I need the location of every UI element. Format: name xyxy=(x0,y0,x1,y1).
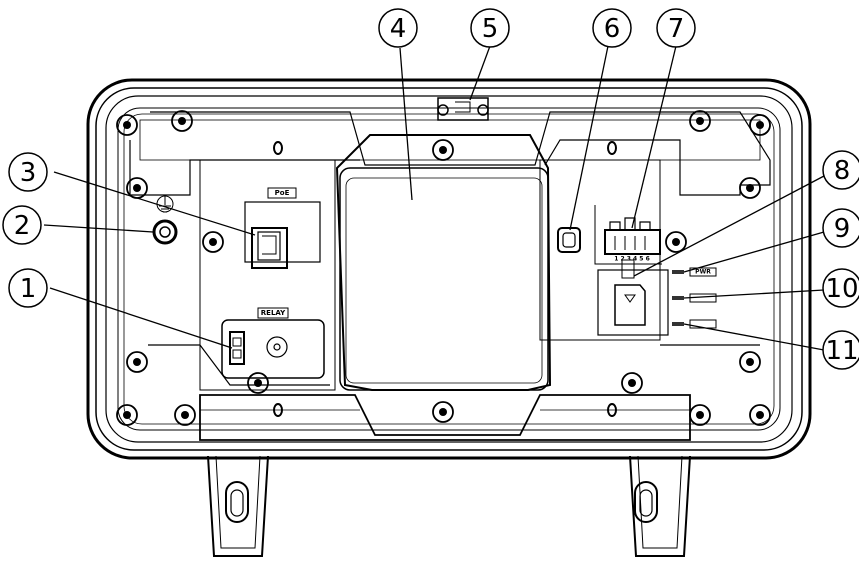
callout-number: 7 xyxy=(668,14,685,44)
screw-icon xyxy=(174,404,196,426)
screw-icon xyxy=(126,351,148,373)
leader-lines xyxy=(43,45,825,351)
screw-icon xyxy=(432,139,454,161)
top-connector xyxy=(437,97,489,121)
mount-hole-icon xyxy=(607,141,617,155)
callout-1: 1 xyxy=(8,268,48,308)
callout-3: 3 xyxy=(8,152,48,192)
terminal-block: 1 2 3 4 5 6 xyxy=(594,205,662,265)
screw-icon xyxy=(739,177,761,199)
callout-number: 1 xyxy=(20,274,37,304)
callout-8: 8 xyxy=(822,150,859,190)
control-button xyxy=(557,227,581,253)
screw-icon xyxy=(116,404,138,426)
inner-panels xyxy=(129,111,771,391)
screw-icon xyxy=(116,114,138,136)
relay-label: RELAY xyxy=(261,309,286,317)
screw-icon xyxy=(749,404,771,426)
screw-icon xyxy=(665,231,687,253)
callout-number: 8 xyxy=(834,156,851,186)
screw-icon xyxy=(432,401,454,423)
callout-2: 2 xyxy=(2,205,42,245)
screw-icon xyxy=(689,404,711,426)
led-pwr-label: PWR xyxy=(695,269,711,276)
callout-number: 11 xyxy=(825,336,858,366)
sd-card-slot xyxy=(597,259,669,336)
screw-icon xyxy=(689,110,711,132)
callout-number: 4 xyxy=(390,14,407,44)
screw-icon xyxy=(621,372,643,394)
callout-number: 10 xyxy=(825,274,858,304)
mount-hole-icon xyxy=(273,403,283,417)
mounting-feet xyxy=(207,455,691,557)
callout-number: 5 xyxy=(482,14,499,44)
poe-port: PoE xyxy=(244,187,321,269)
callouts: 1 2 3 4 5 6 7 8 9 10 11 xyxy=(2,8,859,370)
callout-6: 6 xyxy=(592,8,632,48)
callout-5: 5 xyxy=(470,8,510,48)
callout-number: 6 xyxy=(604,14,621,44)
screw-icon xyxy=(171,110,193,132)
mount-hole-icon xyxy=(273,141,283,155)
ground-terminal xyxy=(152,195,178,245)
callout-10: 10 xyxy=(822,268,859,308)
screw-icon xyxy=(749,114,771,136)
callout-4: 4 xyxy=(378,8,418,48)
callout-number: 2 xyxy=(14,211,31,241)
mount-hole-icon xyxy=(607,403,617,417)
screw-icon xyxy=(247,372,269,394)
terminal-numbers: 1 2 3 4 5 6 xyxy=(614,256,650,263)
screw-icon xyxy=(202,231,224,253)
callout-7: 7 xyxy=(656,8,696,48)
poe-label: PoE xyxy=(275,189,290,197)
housing xyxy=(86,78,812,460)
screw-icon xyxy=(739,351,761,373)
callout-number: 9 xyxy=(834,214,851,244)
callout-number: 3 xyxy=(20,158,37,188)
screws xyxy=(116,110,771,426)
relay-connector: RELAY xyxy=(221,307,325,379)
callout-9: 9 xyxy=(822,208,859,248)
callout-11: 11 xyxy=(822,330,859,370)
central-module xyxy=(335,134,552,391)
